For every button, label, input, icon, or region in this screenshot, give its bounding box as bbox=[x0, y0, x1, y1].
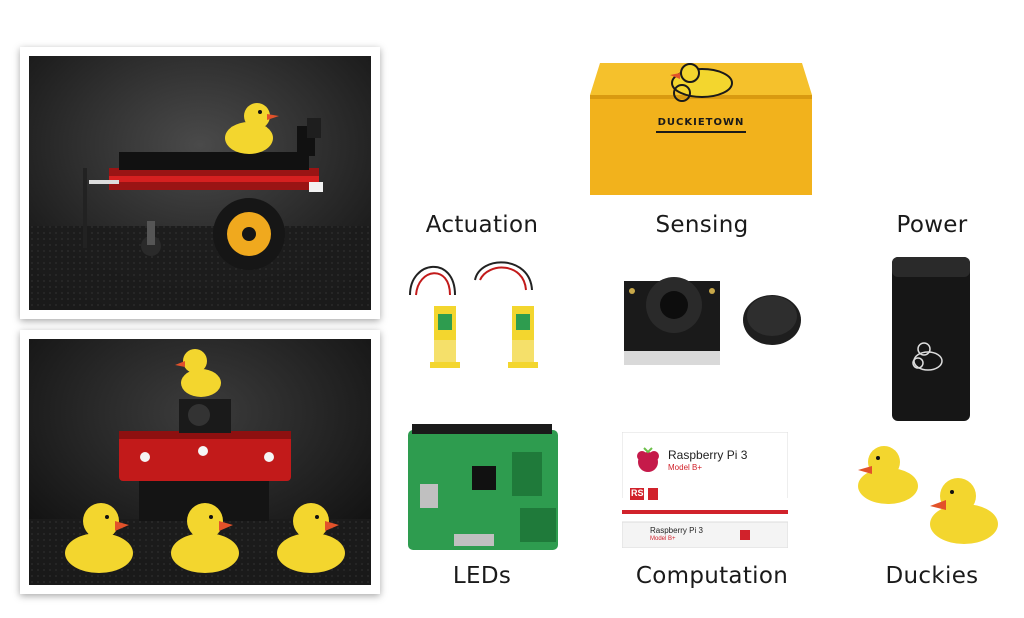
rpi-box-title: Raspberry Pi 3 bbox=[668, 448, 748, 462]
duckietown-box: DUCKIETOWN bbox=[590, 55, 812, 195]
rpi-box-model: Model B+ bbox=[668, 463, 703, 472]
label-sensing: Sensing bbox=[655, 212, 749, 238]
rpi-box-side-title: Raspberry Pi 3 bbox=[650, 526, 703, 535]
duckiebot-side-image bbox=[29, 56, 371, 310]
label-computation: Computation bbox=[635, 563, 789, 589]
label-actuation: Actuation bbox=[425, 212, 539, 238]
duckies-image bbox=[852, 440, 1004, 550]
battery-image bbox=[890, 255, 972, 423]
duckietown-box-image bbox=[590, 63, 812, 195]
imu-sensor-image bbox=[742, 290, 802, 346]
box-brand-text: DUCKIETOWN bbox=[657, 117, 745, 128]
duckiebot-front-photo bbox=[29, 339, 371, 585]
duckiebot-side-photo bbox=[29, 56, 371, 310]
label-duckies: Duckies bbox=[885, 563, 979, 589]
raspberry-pi-box: Raspberry Pi 3 Model B+ RS Raspberry Pi … bbox=[622, 432, 788, 548]
led-hat-board-image bbox=[408, 424, 558, 550]
label-power: Power bbox=[896, 212, 968, 238]
camera-image bbox=[620, 265, 725, 365]
photo-frame-side bbox=[20, 47, 380, 319]
duckiebot-front-image bbox=[29, 339, 371, 585]
label-leds: LEDs bbox=[452, 563, 512, 589]
motors-image bbox=[400, 250, 560, 385]
rpi-box-side-model: Model B+ bbox=[650, 536, 676, 542]
photo-frame-front bbox=[20, 330, 380, 594]
rs-logo: RS bbox=[631, 488, 644, 498]
